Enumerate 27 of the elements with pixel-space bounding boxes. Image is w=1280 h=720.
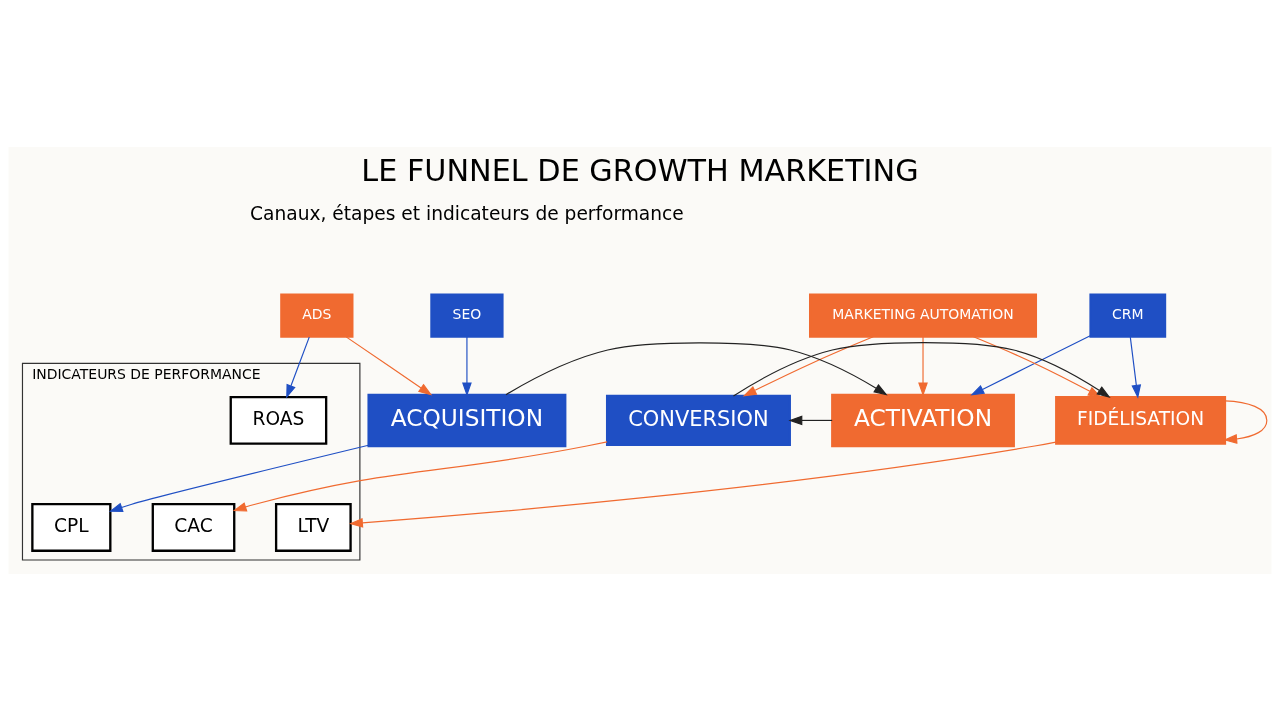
node-box: SEO: [430, 293, 504, 338]
diagram-title: LE FUNNEL DE GROWTH MARKETING: [361, 152, 919, 188]
node-box: ADS: [280, 293, 354, 338]
node-box: CAC: [151, 502, 236, 552]
arrow: [462, 336, 472, 396]
node-box: ROAS: [229, 395, 328, 445]
arrow: [788, 415, 833, 425]
arrow: [345, 335, 433, 396]
arrow: [348, 441, 1057, 528]
arrow: [918, 336, 928, 396]
node-box: CONVERSION: [605, 394, 791, 446]
arrow: [732, 341, 1111, 398]
arrow: [505, 341, 888, 395]
label: Canaux, étapes et indicateurs de performance: [250, 202, 684, 224]
arrow: [108, 444, 370, 512]
arrow: [286, 336, 310, 399]
node-box: CRM: [1089, 293, 1167, 338]
node-box: MARKETING AUTOMATION: [809, 293, 1038, 338]
arrow: [232, 440, 608, 511]
arrow: [1223, 399, 1268, 444]
node-box: LTV: [274, 502, 352, 552]
node-box: ACQUISITION: [367, 393, 567, 447]
node-box: ACTIVATION: [831, 393, 1015, 447]
arrow: [1129, 336, 1142, 399]
arrow: [742, 335, 874, 397]
node-box: CPL: [31, 502, 112, 552]
node-box: FIDÉLISATION: [1055, 395, 1227, 445]
